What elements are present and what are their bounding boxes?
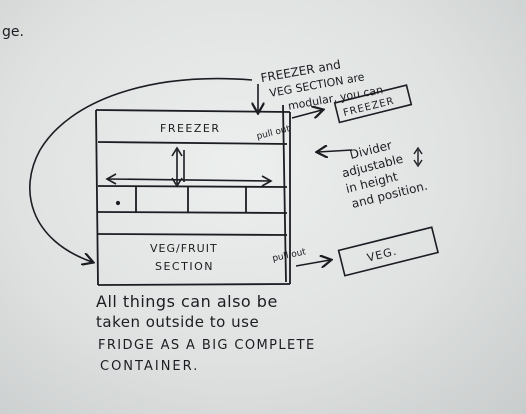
freezer-label: FREEZER [160, 122, 221, 135]
veg-pullout-arrow [295, 260, 330, 266]
bottom-note-line-1: All things can also be [96, 292, 278, 311]
fridge-outline [95, 104, 291, 286]
divider-arrow [318, 150, 353, 152]
veg-drawer: VEG. [337, 226, 439, 277]
veg-label-line-1: VEG/FRUIT [150, 242, 218, 255]
bottom-note: All things can also be taken outside to … [96, 292, 316, 374]
veg-drawer-label: VEG. [366, 245, 399, 265]
divider-note: Divider adjustable in height and positio… [340, 138, 429, 211]
freezer-pullout-label: pull out [256, 124, 292, 142]
modular-note: FREEZER and VEG SECTION are modular, you… [260, 57, 384, 113]
page-fragment-text: ge. [2, 24, 24, 40]
curved-arrow [29, 77, 253, 262]
note-updown-arrow [413, 146, 423, 168]
height-adjust-arrow [171, 146, 185, 188]
bottom-note-line-3: FRIDGE AS A BIG COMPLETE [98, 338, 316, 353]
freezer-pullout-arrow [291, 110, 322, 119]
bottom-note-line-4: CONTAINER. [100, 359, 199, 374]
veg-label-line-2: SECTION [155, 260, 214, 273]
bottom-note-line-2: taken outside to use [96, 313, 259, 331]
position-adjust-arrow [105, 173, 273, 187]
